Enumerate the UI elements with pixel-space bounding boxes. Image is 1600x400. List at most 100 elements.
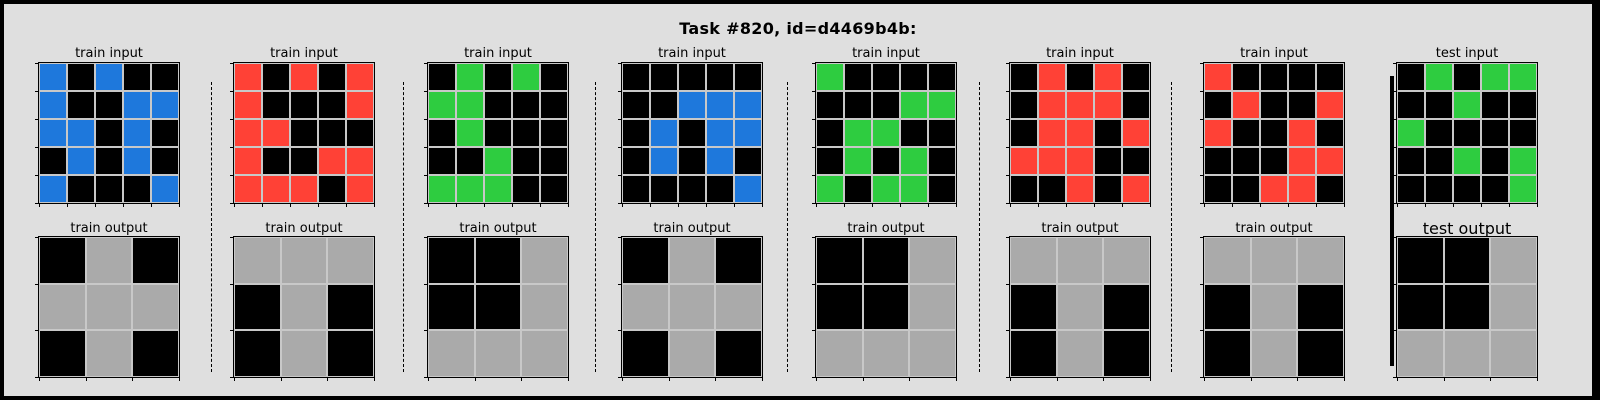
grid-cell — [734, 63, 762, 91]
axis-tick — [816, 377, 817, 381]
train-input-grid — [1203, 62, 1345, 204]
axis-tick — [812, 203, 816, 204]
grid-cell — [1010, 175, 1038, 203]
grid-cell — [280, 330, 328, 377]
grid-cell — [1397, 283, 1444, 331]
axis-tick — [281, 377, 282, 381]
grid-cell — [862, 237, 910, 284]
grid-cell — [262, 119, 290, 147]
grid-cell — [1316, 119, 1344, 147]
grid-cell — [668, 237, 716, 284]
grid-cell — [816, 175, 844, 203]
axis-tick — [424, 330, 428, 331]
grid-cell — [1094, 119, 1122, 147]
axis-tick — [618, 330, 622, 331]
grid-cell — [1010, 147, 1038, 175]
grid-cell — [1038, 63, 1066, 91]
grid-cell — [512, 175, 540, 203]
grid-cell — [622, 330, 669, 377]
grid-cell — [1204, 237, 1251, 284]
grid-cell — [1397, 237, 1444, 284]
axis-tick — [424, 147, 428, 148]
grid-cell — [900, 63, 928, 91]
grid-cell — [1056, 330, 1104, 377]
train-input-grid — [427, 62, 569, 204]
axis-tick — [812, 119, 816, 120]
grid-cell — [85, 237, 133, 284]
axis-tick — [179, 203, 180, 207]
axis-tick — [230, 147, 234, 148]
grid-cell — [715, 237, 762, 284]
test-input-grid — [1396, 62, 1538, 204]
train-input-label: train input — [658, 46, 726, 61]
grid-cell — [234, 283, 281, 331]
axis-tick — [424, 203, 428, 204]
axis-tick — [1393, 377, 1397, 378]
grid-cell — [650, 63, 678, 91]
grid-cell — [123, 175, 151, 203]
grid-cell — [816, 119, 844, 147]
grid-cell — [844, 91, 872, 119]
train-output-grid — [427, 236, 569, 378]
grid-cell — [1453, 175, 1481, 203]
axis-tick — [234, 203, 235, 207]
grid-cell — [1490, 237, 1537, 284]
grid-cell — [1010, 63, 1038, 91]
grid-cell — [234, 147, 262, 175]
task-title: Task #820, id=d4469b4b: — [679, 19, 917, 38]
grid-cell — [706, 147, 734, 175]
train-input-label: train input — [852, 46, 920, 61]
axis-tick — [428, 377, 429, 381]
grid-cell — [262, 91, 290, 119]
grid-cell — [327, 283, 374, 331]
axis-tick — [35, 63, 39, 64]
train-output-label: train output — [459, 221, 537, 236]
grid-cell — [1397, 91, 1425, 119]
grid-cell — [151, 147, 179, 175]
grid-cell — [816, 147, 844, 175]
axis-tick — [35, 377, 39, 378]
axis-tick — [230, 237, 234, 238]
axis-tick — [230, 377, 234, 378]
grid-cell — [816, 63, 844, 91]
grid-cell — [1038, 91, 1066, 119]
grid-cell — [234, 330, 281, 377]
axis-tick — [151, 203, 152, 207]
axis-tick — [1200, 330, 1204, 331]
grid-cell — [1481, 63, 1509, 91]
axis-tick — [618, 237, 622, 238]
grid-cell — [1010, 237, 1057, 284]
axis-tick — [1393, 330, 1397, 331]
grid-cell — [1066, 147, 1094, 175]
train-input-grid — [233, 62, 375, 204]
axis-tick — [1006, 147, 1010, 148]
grid-cell — [1122, 63, 1150, 91]
grid-cell — [862, 283, 910, 331]
grid-cell — [262, 63, 290, 91]
axis-tick — [1393, 147, 1397, 148]
axis-tick — [1200, 284, 1204, 285]
grid-cell — [1297, 237, 1344, 284]
grid-cell — [1509, 63, 1537, 91]
grid-cell — [540, 119, 568, 147]
axis-tick — [715, 377, 716, 381]
axis-tick — [1006, 284, 1010, 285]
grid-cell — [346, 91, 374, 119]
grid-cell — [151, 175, 179, 203]
grid-cell — [262, 147, 290, 175]
axis-tick — [424, 175, 428, 176]
grid-cell — [900, 119, 928, 147]
axis-tick — [1006, 91, 1010, 92]
grid-cell — [1066, 63, 1094, 91]
axis-tick — [1393, 237, 1397, 238]
grid-cell — [428, 119, 456, 147]
grid-cell — [262, 175, 290, 203]
train-output-grid — [233, 236, 375, 378]
grid-cell — [928, 63, 956, 91]
axis-tick — [863, 377, 864, 381]
grid-cell — [622, 119, 650, 147]
grid-cell — [1066, 119, 1094, 147]
grid-cell — [1443, 283, 1491, 331]
axis-tick — [1200, 377, 1204, 378]
axis-tick — [618, 91, 622, 92]
